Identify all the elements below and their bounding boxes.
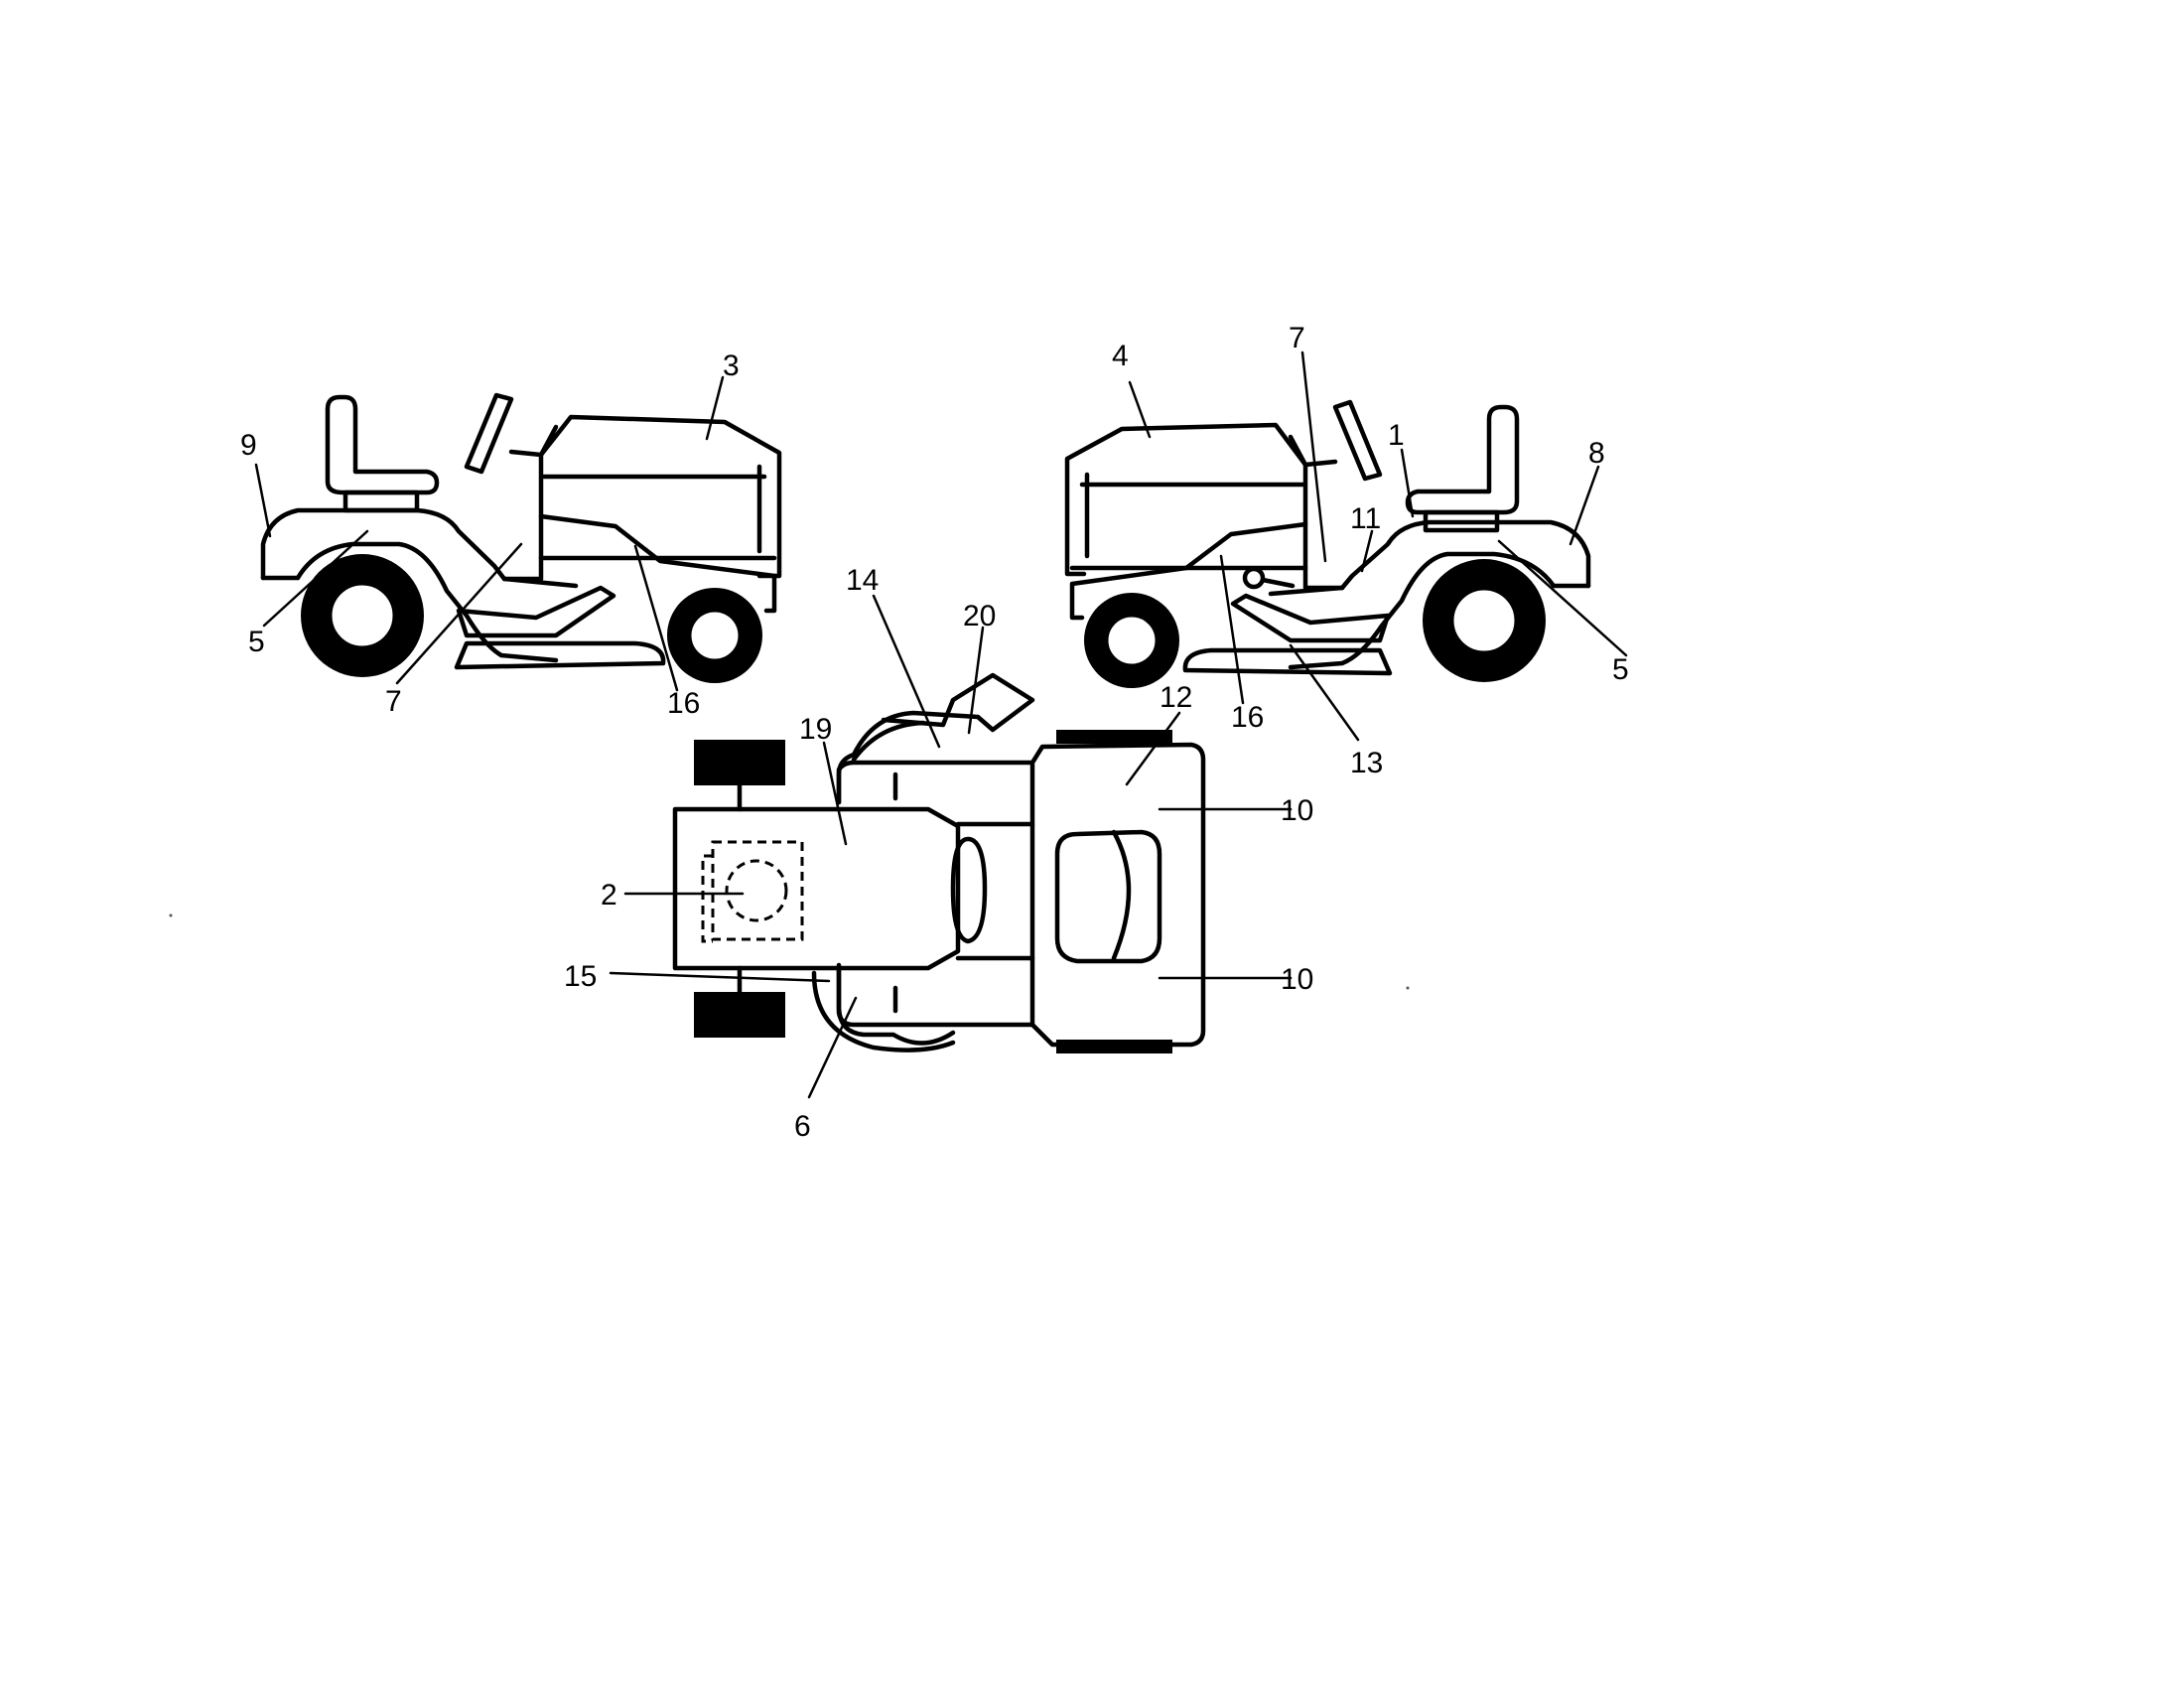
callout-top-19: 19 <box>799 713 832 746</box>
scan-speck <box>1406 986 1410 990</box>
right-side-view-tractor: 4 7 1 8 11 5 16 13 <box>1064 322 1629 779</box>
callout-right-7: 7 <box>1289 322 1305 354</box>
callout-top-10a: 10 <box>1281 794 1313 827</box>
top-view-tractor: 14 20 19 12 10 10 2 15 6 <box>564 564 1313 1143</box>
callout-right-13: 13 <box>1350 747 1383 779</box>
callout-right-5: 5 <box>1612 653 1629 686</box>
callout-right-16: 16 <box>1231 701 1264 734</box>
callout-right-4: 4 <box>1112 340 1129 372</box>
callout-top-10b: 10 <box>1281 963 1313 996</box>
callout-top-12: 12 <box>1160 681 1192 714</box>
callout-right-11: 11 <box>1350 502 1381 535</box>
callout-left-7: 7 <box>385 685 402 718</box>
callout-left-5: 5 <box>248 626 265 658</box>
callout-left-9: 9 <box>240 429 257 462</box>
callout-left-16: 16 <box>667 687 700 720</box>
callout-top-15: 15 <box>564 960 597 993</box>
callout-top-14: 14 <box>846 564 879 597</box>
callout-top-2: 2 <box>601 879 617 912</box>
scan-speck <box>169 913 173 917</box>
callout-top-20: 20 <box>963 600 996 632</box>
callout-right-8: 8 <box>1588 437 1605 470</box>
left-side-view-tractor: 9 5 7 3 16 <box>240 350 782 720</box>
callout-left-3: 3 <box>723 350 740 382</box>
callout-right-1: 1 <box>1388 419 1405 452</box>
callout-top-6: 6 <box>794 1110 811 1143</box>
